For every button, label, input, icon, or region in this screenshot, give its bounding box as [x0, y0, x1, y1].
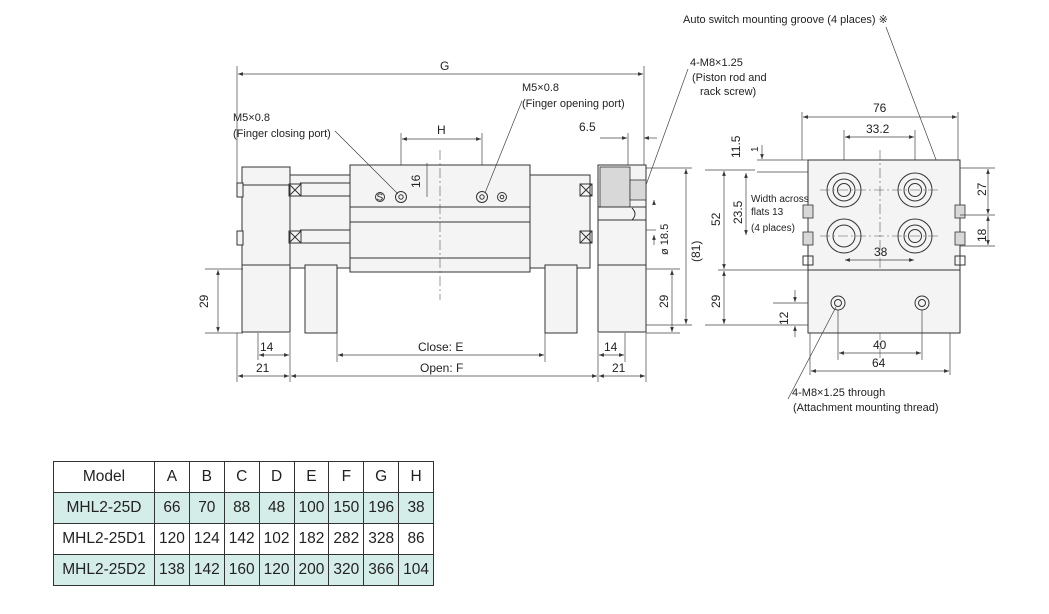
- cell-d: 102: [258, 523, 295, 555]
- dim-21-right-label: 21: [612, 361, 626, 375]
- dim-29-right-label: 29: [657, 294, 671, 308]
- cell-h: 104: [398, 554, 434, 586]
- cell-e: 200: [293, 554, 330, 586]
- header-a: A: [154, 461, 190, 493]
- cell-g: 366: [363, 554, 400, 586]
- cell-f: 320: [328, 554, 365, 586]
- width-across-label-2: flats 13: [751, 207, 784, 218]
- dim-1-label: 1: [750, 146, 761, 152]
- m5-opening-label: M5×0.8: [522, 82, 559, 94]
- thread-4m8-label: 4-M8×1.25: [690, 57, 743, 69]
- dim-33-2-label: 33.2: [866, 122, 890, 136]
- dim-6-5-label: 6.5: [579, 120, 596, 134]
- cell-f: 282: [328, 523, 365, 555]
- close-e-label: Close: E: [418, 340, 463, 354]
- cell-d: 48: [258, 492, 295, 524]
- header-d: D: [258, 461, 295, 493]
- piston-rod-label-1: (Piston rod and: [692, 72, 767, 84]
- header-h: H: [398, 461, 434, 493]
- open-f-label: Open: F: [420, 361, 463, 375]
- dim-11-5-label: 11.5: [729, 135, 743, 158]
- cell-b: 70: [188, 492, 225, 524]
- table-row: MHL2-25D 66 70 88 48 100 150 196 38: [53, 492, 434, 524]
- dim-40-label: 40: [873, 338, 887, 352]
- dim-81-label: (81): [689, 241, 703, 262]
- table-row: MHL2-25D1 120 124 142 102 182 282 328 86: [53, 523, 434, 555]
- cell-model: MHL2-25D: [53, 492, 155, 524]
- cell-b: 142: [188, 554, 225, 586]
- dim-38-label: 38: [874, 245, 888, 259]
- width-across-label-1: Width across: [751, 194, 809, 205]
- cell-d: 120: [258, 554, 295, 586]
- dim-14-right-label: 14: [604, 340, 618, 354]
- cell-c: 160: [223, 554, 260, 586]
- cell-h: 38: [398, 492, 434, 524]
- header-c: C: [223, 461, 260, 493]
- cell-b: 124: [188, 523, 225, 555]
- dim-16-label: 16: [409, 174, 423, 188]
- through-label-2: (Attachment mounting thread): [793, 402, 939, 414]
- table-header-row: Model A B C D E F G H: [53, 461, 434, 493]
- dim-27-label: 27: [975, 182, 989, 196]
- dim-g-label: G: [440, 59, 449, 73]
- m5-closing-label: M5×0.8: [233, 112, 270, 124]
- side-view: Auto switch mounting groove (4 places) ※…: [683, 14, 995, 414]
- dimension-table: Model A B C D E F G H MHL2-25D 66 70 88 …: [53, 461, 434, 586]
- front-view: G H 6.5: [197, 57, 767, 382]
- table-row: MHL2-25D2 138 142 160 120 200 320 366 10…: [53, 554, 434, 586]
- finger-opening-port-label: (Finger opening port): [522, 98, 625, 110]
- width-across-label-3: (4 places): [751, 223, 795, 234]
- symbol-s: S: [377, 193, 384, 204]
- dim-18-label: 18: [975, 228, 989, 242]
- cell-a: 66: [154, 492, 190, 524]
- dim-12-label: 12: [777, 311, 791, 325]
- header-g: G: [363, 461, 400, 493]
- dim-23-5-label: 23.5: [731, 200, 745, 224]
- cell-c: 88: [223, 492, 260, 524]
- dim-52-label: 52: [709, 212, 723, 226]
- cell-a: 138: [154, 554, 190, 586]
- through-label-1: 4-M8×1.25 through: [792, 387, 885, 399]
- header-b: B: [188, 461, 225, 493]
- header-f: F: [328, 461, 365, 493]
- cell-a: 120: [154, 523, 190, 555]
- dim-29-left-label: 29: [197, 294, 211, 308]
- dim-64-label: 64: [872, 356, 886, 370]
- dim-14-left-label: 14: [260, 340, 274, 354]
- cell-model: MHL2-25D1: [53, 523, 155, 555]
- cell-g: 328: [363, 523, 400, 555]
- dim-21-left-label: 21: [256, 361, 270, 375]
- dim-h-label: H: [437, 123, 446, 137]
- cell-c: 142: [223, 523, 260, 555]
- cell-e: 182: [293, 523, 330, 555]
- dim-29-side-label: 29: [709, 294, 723, 308]
- cell-e: 100: [293, 492, 330, 524]
- cell-g: 196: [363, 492, 400, 524]
- header-model: Model: [53, 461, 155, 493]
- cell-h: 86: [398, 523, 434, 555]
- finger-closing-port-label: (Finger closing port): [233, 128, 331, 140]
- cell-model: MHL2-25D2: [53, 554, 155, 586]
- dim-76-label: 76: [873, 101, 887, 115]
- piston-rod-label-2: rack screw): [700, 86, 756, 98]
- header-e: E: [293, 461, 330, 493]
- auto-switch-label: Auto switch mounting groove (4 places) ※: [683, 14, 888, 26]
- cell-f: 150: [328, 492, 365, 524]
- dia-18-5-label: ø 18.5: [659, 224, 671, 255]
